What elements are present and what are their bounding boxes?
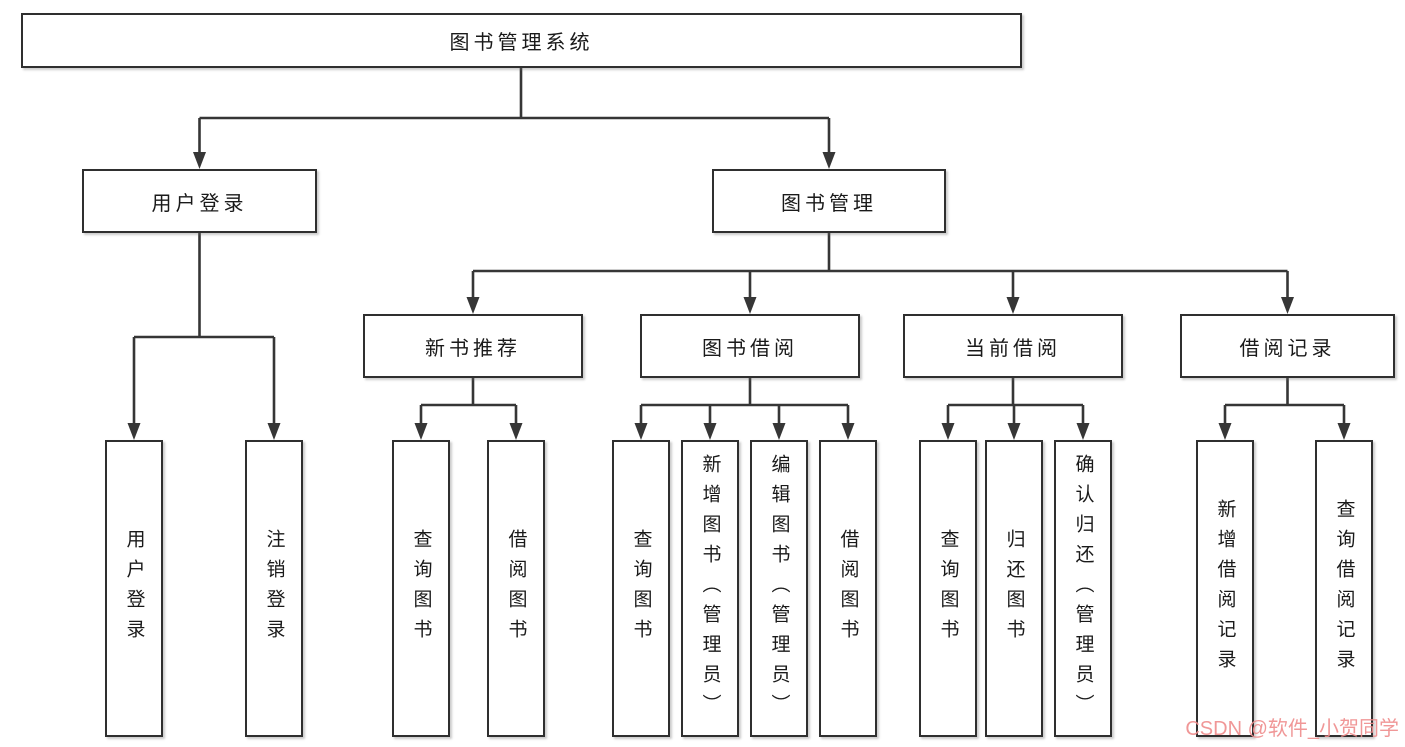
node-book-borrow-label: 图书借阅 xyxy=(702,337,798,360)
leaf-query-books-current-label: 查询图书 xyxy=(937,528,959,649)
leaf-query-borrow-record: 查询借阅记录 xyxy=(1315,440,1373,737)
node-book-management-label: 图书管理 xyxy=(781,192,877,215)
node-root-label: 图书管理系统 xyxy=(449,32,594,54)
leaf-query-books-borrow-label: 查询图书 xyxy=(630,528,652,649)
leaf-query-books-borrow: 查询图书 xyxy=(612,440,670,737)
leaf-user-login: 用户登录 xyxy=(105,440,163,737)
leaf-user-login-label: 用户登录 xyxy=(123,528,145,649)
leaf-edit-books-admin-label: 编辑图书（管理员） xyxy=(768,453,790,724)
node-new-book-recommend: 新书推荐 xyxy=(363,314,583,378)
leaf-borrow-books: 借阅图书 xyxy=(819,440,877,737)
node-book-management: 图书管理 xyxy=(712,169,946,233)
leaf-borrow-books-recommend: 借阅图书 xyxy=(487,440,545,737)
leaf-query-books-recommend-label: 查询图书 xyxy=(410,528,432,649)
leaf-logout-label: 注销登录 xyxy=(263,528,285,649)
node-borrow-records-label: 借阅记录 xyxy=(1239,337,1336,360)
node-current-borrow: 当前借阅 xyxy=(903,314,1123,378)
leaf-return-books-label: 归还图书 xyxy=(1003,528,1025,649)
leaf-query-books-recommend: 查询图书 xyxy=(392,440,450,737)
node-new-book-recommend-label: 新书推荐 xyxy=(425,337,521,360)
node-borrow-records: 借阅记录 xyxy=(1180,314,1395,378)
leaf-confirm-return-admin: 确认归还（管理员） xyxy=(1054,440,1112,737)
csdn-watermark: CSDN @软件_小贺同学 xyxy=(1185,718,1399,740)
leaf-query-books-current: 查询图书 xyxy=(919,440,977,737)
leaf-add-books-admin: 新增图书（管理员） xyxy=(681,440,739,737)
node-user-login-label: 用户登录 xyxy=(151,192,248,215)
leaf-edit-books-admin: 编辑图书（管理员） xyxy=(750,440,808,737)
leaf-borrow-books-recommend-label: 借阅图书 xyxy=(505,528,527,649)
node-root: 图书管理系统 xyxy=(21,13,1022,68)
leaf-confirm-return-admin-label: 确认归还（管理员） xyxy=(1072,453,1094,724)
leaf-add-borrow-record-label: 新增借阅记录 xyxy=(1214,498,1236,679)
leaf-borrow-books-label: 借阅图书 xyxy=(837,528,859,649)
leaf-add-books-admin-label: 新增图书（管理员） xyxy=(699,453,721,724)
leaf-add-borrow-record: 新增借阅记录 xyxy=(1196,440,1254,737)
node-book-borrow: 图书借阅 xyxy=(640,314,860,378)
leaf-query-borrow-record-label: 查询借阅记录 xyxy=(1333,498,1355,679)
node-user-login: 用户登录 xyxy=(82,169,317,233)
leaf-logout: 注销登录 xyxy=(245,440,303,737)
node-current-borrow-label: 当前借阅 xyxy=(965,337,1061,360)
leaf-return-books: 归还图书 xyxy=(985,440,1043,737)
